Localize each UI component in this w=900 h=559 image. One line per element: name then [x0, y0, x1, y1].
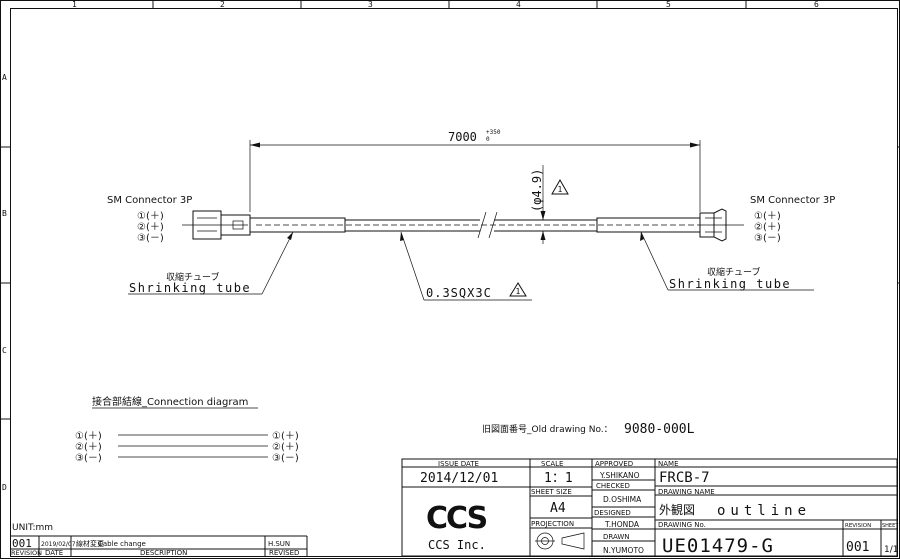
rev-header-rev: REVISION [11, 549, 42, 557]
unit-label: UNIT:mm [12, 523, 53, 533]
old-drawing-value: 9080-000L [624, 422, 695, 437]
length-value: 7000 [448, 130, 477, 144]
title-block-grid [401, 458, 898, 557]
scale-value: 1：1 [544, 471, 573, 486]
revision-triangle-2-number: 1 [516, 287, 521, 296]
cable-leader [400, 231, 532, 301]
left-connector-label: SM Connector 3P [107, 195, 192, 206]
right-pin-2: ②(＋) [754, 222, 781, 233]
rev-row-desc: Cable change [98, 540, 146, 548]
rev-row-number: 001 [12, 537, 32, 550]
right-tube-label: Shrinking tube [669, 277, 791, 291]
zone-col-5: 5 [666, 0, 671, 9]
revision-label: REVISION [845, 523, 871, 529]
conn-left-pin-2: ②(＋) [75, 442, 102, 453]
drawing-no-label: DRAWING No. [658, 521, 706, 529]
rev-header-by: REVISED [269, 549, 299, 557]
conn-left-pin-3: ③(－) [75, 453, 102, 464]
left-pin-3: ③(－) [137, 233, 164, 244]
drawn-label: DRAWN [603, 533, 630, 541]
rev-header-desc: DESCRIPTION [140, 549, 187, 557]
zone-col-2: 2 [220, 0, 225, 9]
right-pin-3: ③(－) [754, 233, 781, 244]
revision-triangle-1 [551, 178, 569, 195]
projection-label: PROJECTION [531, 520, 574, 528]
drawing-name-jp: 外観図 [659, 503, 695, 517]
designed-label: DESIGNED [594, 509, 631, 517]
company-name: CCS Inc. [428, 538, 486, 552]
company-logo: CCS [426, 501, 487, 536]
length-tol-upper: +350 [486, 129, 501, 136]
projection-symbol-icon [535, 532, 585, 550]
old-drawing-label: 旧図面番号_Old drawing No.： [482, 423, 613, 435]
cable-label: 0.3SQX3C [426, 286, 492, 300]
diameter-value: (φ4.9) [530, 169, 544, 212]
conn-right-pin-1: ①(＋) [272, 431, 299, 442]
zone-row-c: C [2, 346, 7, 355]
right-pin-1: ①(＋) [754, 211, 781, 222]
zone-row-b: B [2, 209, 7, 218]
issue-date-label: ISSUE DATE [438, 460, 479, 468]
drawn-name: N.YUMOTO [603, 546, 644, 555]
left-tube-leader [128, 231, 294, 295]
name-label: NAME [658, 460, 679, 468]
zone-ticks [0, 0, 900, 420]
rev-header-date: DATE [45, 549, 63, 557]
right-tube-leader [640, 231, 814, 291]
drawing-name-value: outline [717, 503, 811, 519]
designed-name: T.HONDA [604, 520, 640, 529]
conn-left-pin-1: ①(＋) [75, 431, 102, 442]
approved-label: APPROVED [595, 460, 633, 468]
right-connector-body [699, 208, 744, 242]
length-tol-lower: 0 [486, 136, 490, 143]
connection-wires [118, 434, 268, 458]
name-value: FRCB-7 [659, 470, 710, 486]
revision-table-grid [10, 535, 308, 556]
zone-row-a: A [2, 73, 7, 82]
rev-row-date: 2019/02/07 [41, 541, 76, 548]
left-tube-label: Shrinking tube [129, 281, 251, 295]
rev-row-desc-jp: 線材変更 [76, 539, 104, 548]
scale-label: SCALE [541, 460, 563, 468]
zone-col-1: 1 [72, 0, 77, 9]
sheet-value: 1/1 [884, 545, 898, 555]
issue-date: 2014/12/01 [420, 471, 498, 486]
sheet-size: A4 [550, 501, 566, 516]
zone-col-6: 6 [814, 0, 819, 9]
revision-triangle-1-number: 1 [558, 185, 563, 194]
right-connector-label: SM Connector 3P [750, 195, 835, 206]
rev-row-by: H.SUN [268, 540, 290, 548]
sheet-label: SHEET [882, 523, 899, 529]
sheet-size-label: SHEET SIZE [531, 488, 572, 496]
revision-triangle-2 [509, 282, 527, 297]
connection-title: 接合部結線_Connection diagram [92, 395, 248, 408]
zone-row-d: D [2, 483, 7, 492]
left-connector-body [182, 210, 251, 240]
zone-col-3: 3 [368, 0, 373, 9]
left-tube-jp: 収縮チューブ [166, 271, 219, 283]
conn-right-pin-2: ②(＋) [272, 442, 299, 453]
approved-name: Y.SHIKANO [599, 471, 640, 480]
left-pin-2: ②(＋) [137, 222, 164, 233]
length-dimension [249, 140, 701, 212]
checked-name: D.OSHIMA [603, 495, 642, 504]
revision-value: 001 [846, 540, 869, 555]
left-shrink-tube [249, 217, 346, 233]
drawing-name-label: DRAWING NAME [658, 488, 715, 496]
cable [256, 211, 700, 239]
checked-label: CHECKED [596, 482, 630, 490]
diameter-dimension [540, 165, 546, 244]
right-tube-jp: 収縮チューブ [707, 266, 760, 278]
zone-col-4: 4 [516, 0, 521, 9]
conn-right-pin-3: ③(－) [272, 453, 299, 464]
drawing-no-value: UE01479-G [662, 535, 774, 557]
left-pin-1: ①(＋) [137, 211, 164, 222]
